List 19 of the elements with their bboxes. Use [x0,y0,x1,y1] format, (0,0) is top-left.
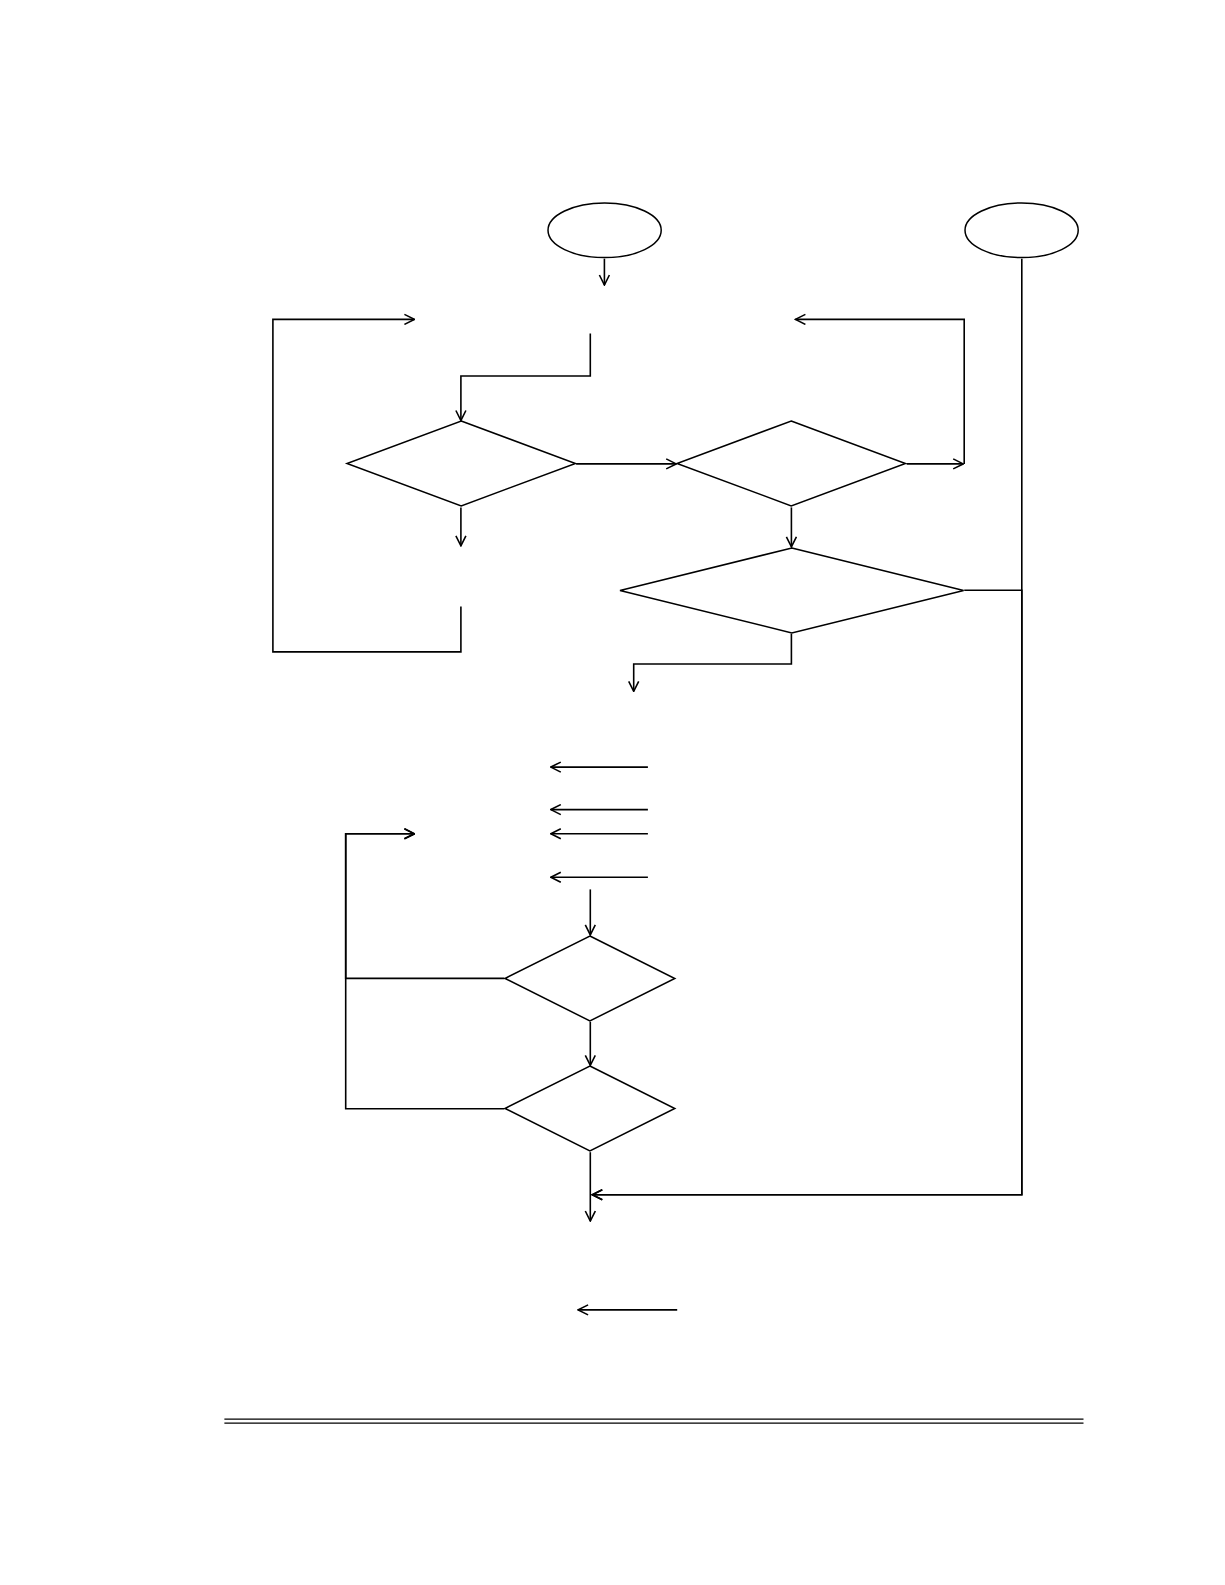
arrow [584,1151,597,1222]
arrow [584,1021,597,1067]
decision-diamond [345,420,577,508]
terminal-ellipse [546,202,662,259]
arrow [627,632,793,693]
arrow [575,458,677,470]
arrow [591,257,1023,1201]
arrow [584,888,597,936]
arrow [455,332,592,422]
arrow [905,458,964,470]
arrow [598,257,611,286]
decision-diamond [504,1065,677,1153]
decision-diamond [676,420,907,508]
arrow [785,506,798,548]
terminal-ellipse [964,202,1080,259]
decision-diamond [504,934,677,1022]
arrow [455,506,467,547]
decision-diamond [618,546,965,634]
arrow [344,828,506,1110]
